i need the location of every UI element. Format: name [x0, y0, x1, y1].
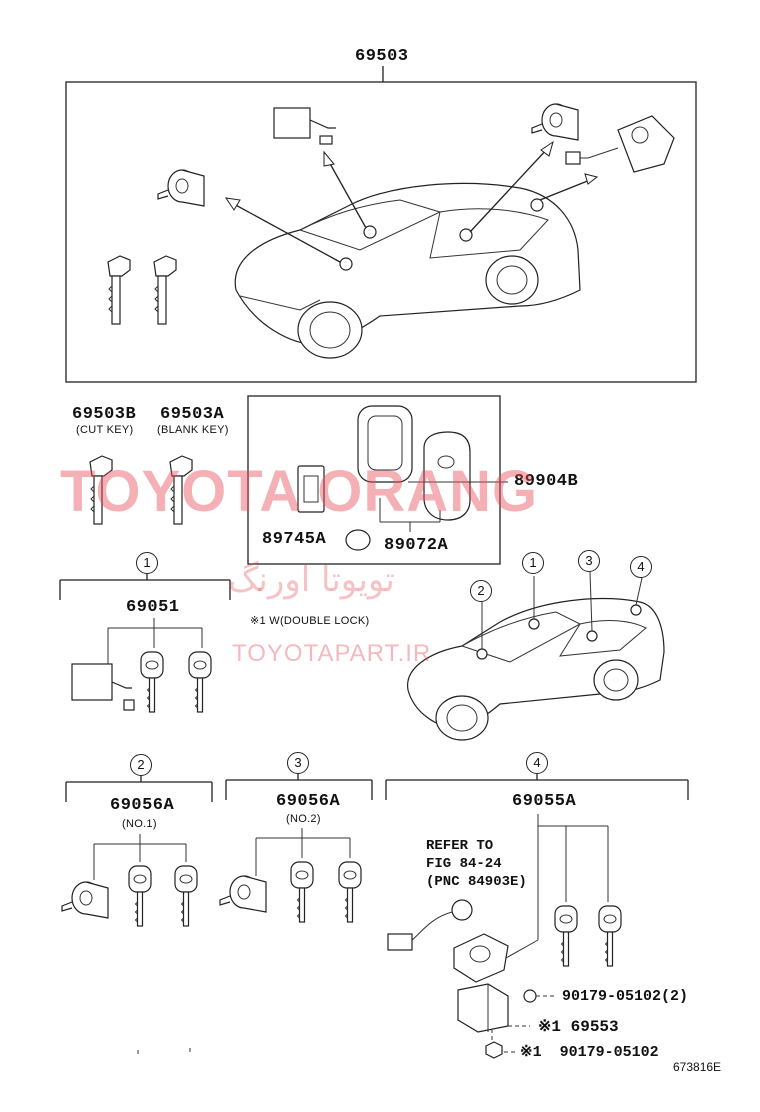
group4-bolts	[485, 989, 556, 1059]
blank-key-image	[169, 455, 193, 525]
label-group3-desc: (NO.2)	[286, 813, 321, 825]
car-marker-1: 1	[522, 552, 544, 574]
label-bolt-2: ※1 90179-05102	[520, 1044, 659, 1061]
group3-key-a	[290, 861, 314, 923]
label-bolt-1: 90179-05102(2)	[562, 988, 689, 1005]
smart-key-case-image	[357, 405, 413, 483]
group4-key-b	[598, 905, 622, 967]
label-blank-key-part: 69503A	[160, 405, 225, 424]
top-lock-cylinder-right	[531, 103, 579, 141]
group4-bracket	[385, 774, 689, 959]
battery-image	[345, 529, 371, 551]
label-group4-reference: REFER TO FIG 84-24 (PNC 84903E)	[426, 838, 527, 890]
label-battery: 89745A	[262, 530, 327, 549]
electronic-key-plate-image	[297, 465, 325, 513]
label-group2-desc: (NO.1)	[122, 818, 157, 830]
top-assembly-frame	[65, 81, 697, 383]
label-smart-key: 89072A	[384, 536, 449, 555]
label-top-assembly: 69503	[355, 47, 409, 66]
top-blank-key	[153, 255, 177, 325]
top-arrows	[224, 140, 599, 263]
top-lock-switch	[273, 107, 336, 145]
marker-group-2: 2	[130, 754, 152, 776]
label-group1-note: ※1 W(DOUBLE LOCK)	[250, 615, 370, 627]
group1-bracket	[59, 574, 231, 668]
marker-group-4: 4	[526, 752, 548, 774]
group2-key-a	[128, 865, 152, 927]
group4-ignition-switch	[453, 933, 509, 983]
right-car-illustration	[407, 571, 665, 741]
group4-key-a	[554, 905, 578, 967]
cut-key-image	[89, 455, 113, 525]
label-group1-part: 69051	[126, 598, 180, 617]
label-cut-key-part: 69503B	[72, 405, 137, 424]
group1-key-b	[188, 651, 212, 713]
smart-key-leaders	[379, 481, 508, 532]
label-group2-part: 69056A	[110, 796, 175, 815]
car-marker-2: 2	[470, 580, 492, 602]
group3-cylinder	[219, 875, 267, 913]
label-group3-part: 69056A	[276, 792, 341, 811]
group1-key-a	[140, 651, 164, 713]
label-smart-key-case: 89904B	[514, 472, 579, 491]
group3-bracket	[225, 774, 373, 876]
group1-switch	[71, 663, 135, 711]
label-cylinder: ※1 69553	[538, 1018, 619, 1036]
car-marker-3: 3	[578, 550, 600, 572]
label-blank-key-desc: (BLANK KEY)	[157, 424, 229, 436]
group3-key-b	[338, 861, 362, 923]
group4-switch-connector	[387, 899, 473, 951]
group4-cylinder-body	[457, 983, 509, 1033]
label-group4-part: 69055A	[512, 792, 577, 811]
top-ignition-switch	[565, 115, 675, 173]
car-marker-4: 4	[630, 556, 652, 578]
label-cut-key-desc: (CUT KEY)	[76, 424, 134, 436]
group2-bracket	[65, 776, 213, 880]
top-car-illustration	[234, 182, 581, 359]
top-cut-key	[107, 255, 131, 325]
top-lock-cylinder-left	[157, 169, 205, 207]
marker-group-1: 1	[136, 552, 158, 574]
group2-key-b	[174, 865, 198, 927]
group2-cylinder	[61, 881, 109, 919]
smart-key-image	[423, 431, 471, 521]
illustration-code: 673816E	[673, 1060, 722, 1074]
smart-key-frame	[247, 395, 501, 565]
marker-group-3: 3	[287, 752, 309, 774]
